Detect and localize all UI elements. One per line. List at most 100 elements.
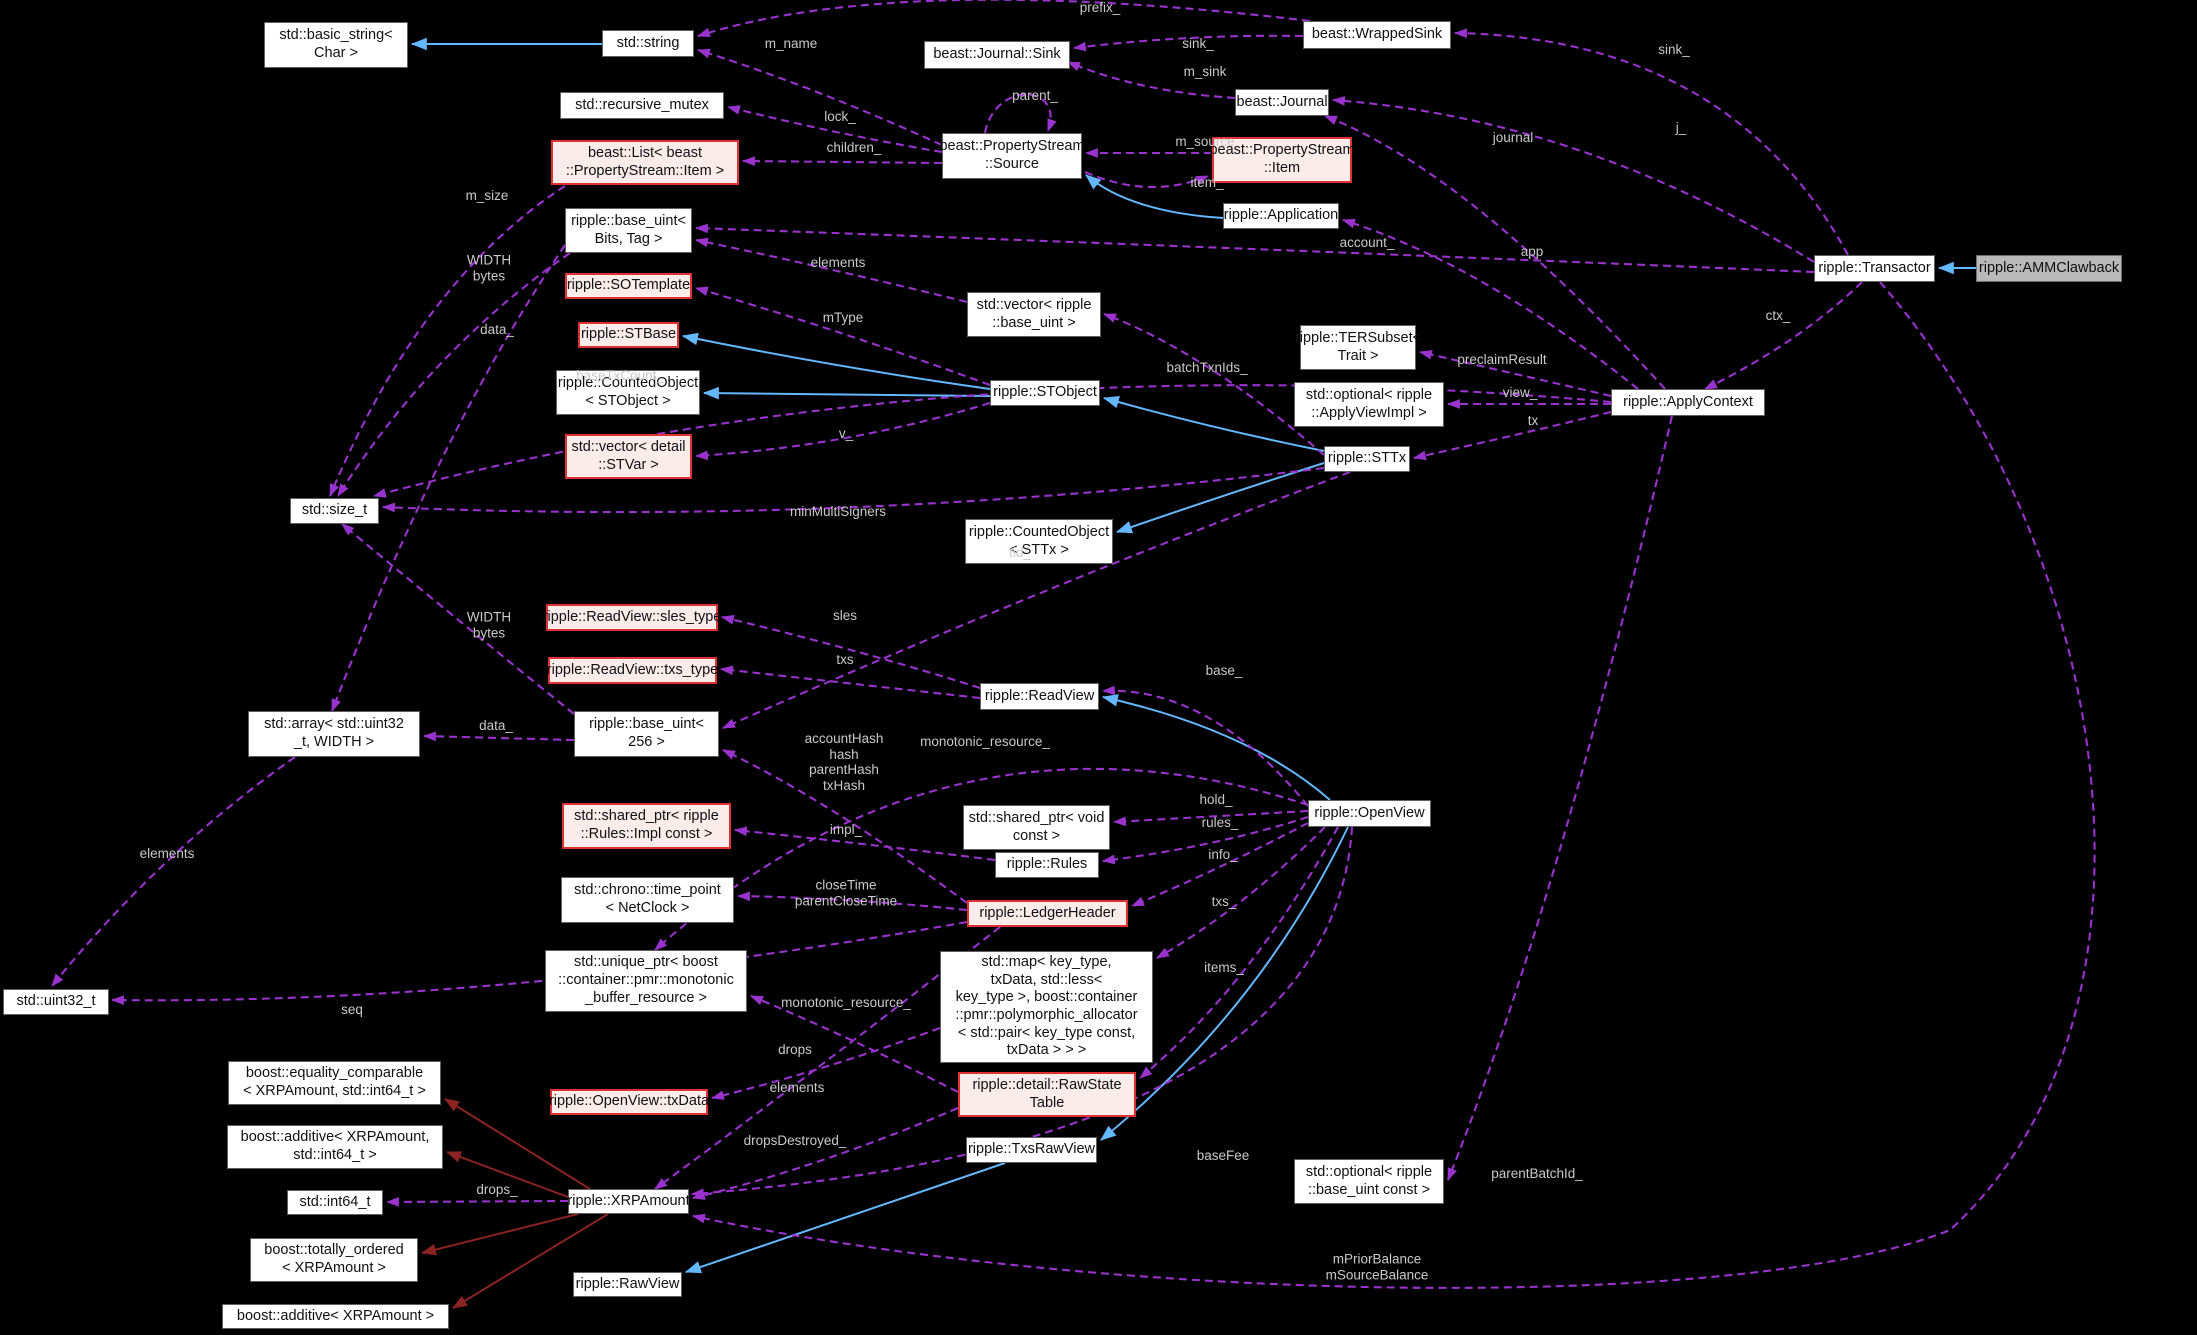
node-label-journal-sink: beast::Journal::Sink (933, 46, 1061, 63)
node-label-ledger-header: ripple::LedgerHeader (979, 904, 1116, 921)
edge-3 (702, 386, 991, 400)
node-basic-string[interactable]: std::basic_string< Char > (264, 22, 408, 68)
node-int64-t[interactable]: std::int64_t (287, 1190, 383, 1215)
node-openview-txdata[interactable]: ripple::OpenView::txData (549, 1089, 709, 1115)
node-shared-ptr-rules-impl[interactable]: std::shared_ptr< ripple ::Rules::Impl co… (562, 803, 731, 849)
node-equality-comparable[interactable]: boost::equality_comparable < XRPAmount, … (228, 1061, 441, 1105)
node-label-recursive-mutex: std::recursive_mutex (575, 96, 709, 113)
edge-label-account: account_ (1339, 235, 1395, 251)
edge-52-info (1131, 822, 1309, 907)
edge-51-rules (1101, 816, 1309, 865)
node-uint32-t[interactable]: std::uint32_t (3, 989, 109, 1015)
edge-label-children: children_ (826, 140, 882, 156)
edge-44-batchTxnIds (1102, 313, 1325, 456)
node-rules[interactable]: ripple::Rules (995, 852, 1099, 878)
node-std-array[interactable]: std::array< std::uint32 _t, WIDTH > (248, 711, 420, 757)
edge-33-baseTxCount (372, 384, 1612, 498)
node-label-unique-ptr-monotonic: std::unique_ptr< boost ::container::pmr:… (558, 954, 734, 1006)
node-sttx[interactable]: ripple::STTx (1324, 446, 1410, 472)
node-recursive-mutex[interactable]: std::recursive_mutex (560, 92, 724, 119)
node-label-read-view: ripple::ReadView (984, 687, 1095, 704)
node-label-additive-xrp-int64: boost::additive< XRPAmount, std::int64_t… (240, 1129, 430, 1163)
node-label-base-uint-bits: ripple::base_uint< Bits, Tag > (571, 212, 686, 247)
edge-label-base: base_ (1205, 663, 1243, 679)
edge-43-elements (51, 756, 296, 987)
edge-8 (684, 1162, 1006, 1274)
node-label-counted-sttx: ripple::CountedObject < STTx > (968, 523, 1110, 558)
node-ps-item[interactable]: beast::PropertyStream ::Item (1209, 137, 1355, 183)
node-label-application: ripple::Application (1223, 207, 1339, 224)
edge-32-minMultiSigners (381, 466, 1325, 514)
node-chrono-time-point[interactable]: std::chrono::time_point < NetClock > (561, 877, 734, 923)
edge-58-closeTime (736, 891, 968, 912)
node-std-map[interactable]: std::map< key_type, txData, std::less< k… (940, 951, 1153, 1063)
edge-label-rules: rules_ (1201, 815, 1239, 831)
node-txs-raw-view[interactable]: ripple::TxsRawView (966, 1137, 1097, 1163)
node-beast-list[interactable]: beast::List< beast ::PropertyStream::Ite… (551, 140, 739, 185)
edge-15-mname (696, 48, 943, 146)
edge-label-txs: txs (836, 652, 854, 668)
node-optional-base-uint-const[interactable]: std::optional< ripple ::base_uint const … (1294, 1159, 1444, 1204)
node-read-view[interactable]: ripple::ReadView (980, 683, 1099, 710)
edge-55-monotonicresource (654, 767, 1309, 951)
node-stbase[interactable]: ripple::STBase (578, 322, 679, 348)
edge-label-msource: m_source (1175, 134, 1235, 150)
edge-45-preclaimResult (1418, 349, 1612, 398)
node-vector-base-uint[interactable]: std::vector< ripple ::base_uint > (967, 292, 1101, 337)
node-label-shared-ptr-rules-impl: std::shared_ptr< ripple ::Rules::Impl co… (574, 808, 719, 842)
node-counted-sttx[interactable]: ripple::CountedObject < STTx > (965, 519, 1113, 564)
node-label-wrapped-sink: beast::WrappedSink (1311, 26, 1443, 43)
node-label-uint32-t: std::uint32_t (16, 993, 96, 1010)
edge-19-j (1331, 96, 1815, 263)
edge-5 (1115, 462, 1325, 534)
node-ps-source[interactable]: beast::PropertyStream ::Source (939, 133, 1085, 179)
node-raw-view[interactable]: ripple::RawView (573, 1272, 682, 1297)
node-label-vector-base-uint: std::vector< ripple ::base_uint > (976, 296, 1092, 331)
edge-34-tid (722, 471, 1351, 729)
node-optional-applyviewimpl[interactable]: std::optional< ripple ::ApplyViewImpl > (1294, 382, 1444, 427)
node-vector-stvar[interactable]: std::vector< detail ::STVar > (565, 434, 692, 479)
node-label-basic-string: std::basic_string< Char > (279, 27, 393, 61)
node-shared-ptr-void[interactable]: std::shared_ptr< void const > (963, 805, 1110, 850)
edge-14-prefix (696, 0, 1311, 38)
edge-38-data (422, 731, 575, 742)
node-label-sotemplate: ripple::SOTemplate (566, 277, 691, 294)
node-journal[interactable]: beast::Journal (1235, 89, 1329, 116)
node-label-optional-applyviewimpl: std::optional< ripple ::ApplyViewImpl > (1305, 386, 1433, 421)
node-label-std-string: std::string (616, 34, 680, 51)
node-apply-context[interactable]: ripple::ApplyContext (1611, 389, 1765, 416)
node-wrapped-sink[interactable]: beast::WrappedSink (1303, 21, 1451, 49)
edge-label-txs: txs_ (1211, 894, 1237, 910)
node-sles-type[interactable]: ripple::ReadView::sles_type (543, 604, 721, 631)
node-tersubset[interactable]: ripple::TERSubset< Trait > (1295, 325, 1421, 370)
node-ledger-header[interactable]: ripple::LedgerHeader (967, 900, 1128, 927)
node-size-t[interactable]: std::size_t (290, 498, 379, 524)
edge-39-WIDTH (337, 252, 571, 497)
edge-label-msink: m_sink (1183, 64, 1227, 80)
edge-label-tx: tx (1527, 413, 1539, 429)
node-counted-stobject[interactable]: ripple::CountedObject < STObject > (556, 370, 700, 415)
node-open-view[interactable]: ripple::OpenView (1308, 800, 1431, 827)
node-unique-ptr-monotonic[interactable]: std::unique_ptr< boost ::container::pmr:… (545, 950, 747, 1012)
node-amm-clawback[interactable]: ripple::AMMClawback (1976, 255, 2122, 282)
edge-1 (1085, 174, 1224, 219)
edge-57-impl (733, 826, 996, 862)
node-sotemplate[interactable]: ripple::SOTemplate (565, 273, 692, 299)
node-journal-sink[interactable]: beast::Journal::Sink (924, 41, 1070, 69)
node-txs-type[interactable]: ripple::ReadView::txs_type (547, 657, 718, 684)
node-application[interactable]: ripple::Application (1223, 203, 1339, 229)
node-additive-xrp[interactable]: boost::additive< XRPAmount > (222, 1304, 449, 1329)
edge-label-closeTime: closeTime parentCloseTime (794, 877, 898, 908)
node-std-string[interactable]: std::string (602, 30, 694, 57)
node-stobject[interactable]: ripple::STObject (990, 380, 1100, 406)
node-transactor[interactable]: ripple::Transactor (1814, 255, 1935, 282)
node-label-std-map: std::map< key_type, txData, std::less< k… (955, 953, 1138, 1059)
node-base-uint-256[interactable]: ripple::base_uint< 256 > (574, 711, 719, 757)
node-xrp-amount[interactable]: ripple::XRPAmount (567, 1189, 690, 1214)
node-additive-xrp-int64[interactable]: boost::additive< XRPAmount, std::int64_t… (227, 1125, 443, 1169)
node-raw-state-table[interactable]: ripple::detail::RawState Table (958, 1072, 1136, 1117)
edge-27-app (1341, 218, 1639, 390)
node-base-uint-bits[interactable]: ripple::base_uint< Bits, Tag > (565, 208, 692, 253)
node-totally-ordered[interactable]: boost::totally_ordered < XRPAmount > (250, 1238, 418, 1282)
